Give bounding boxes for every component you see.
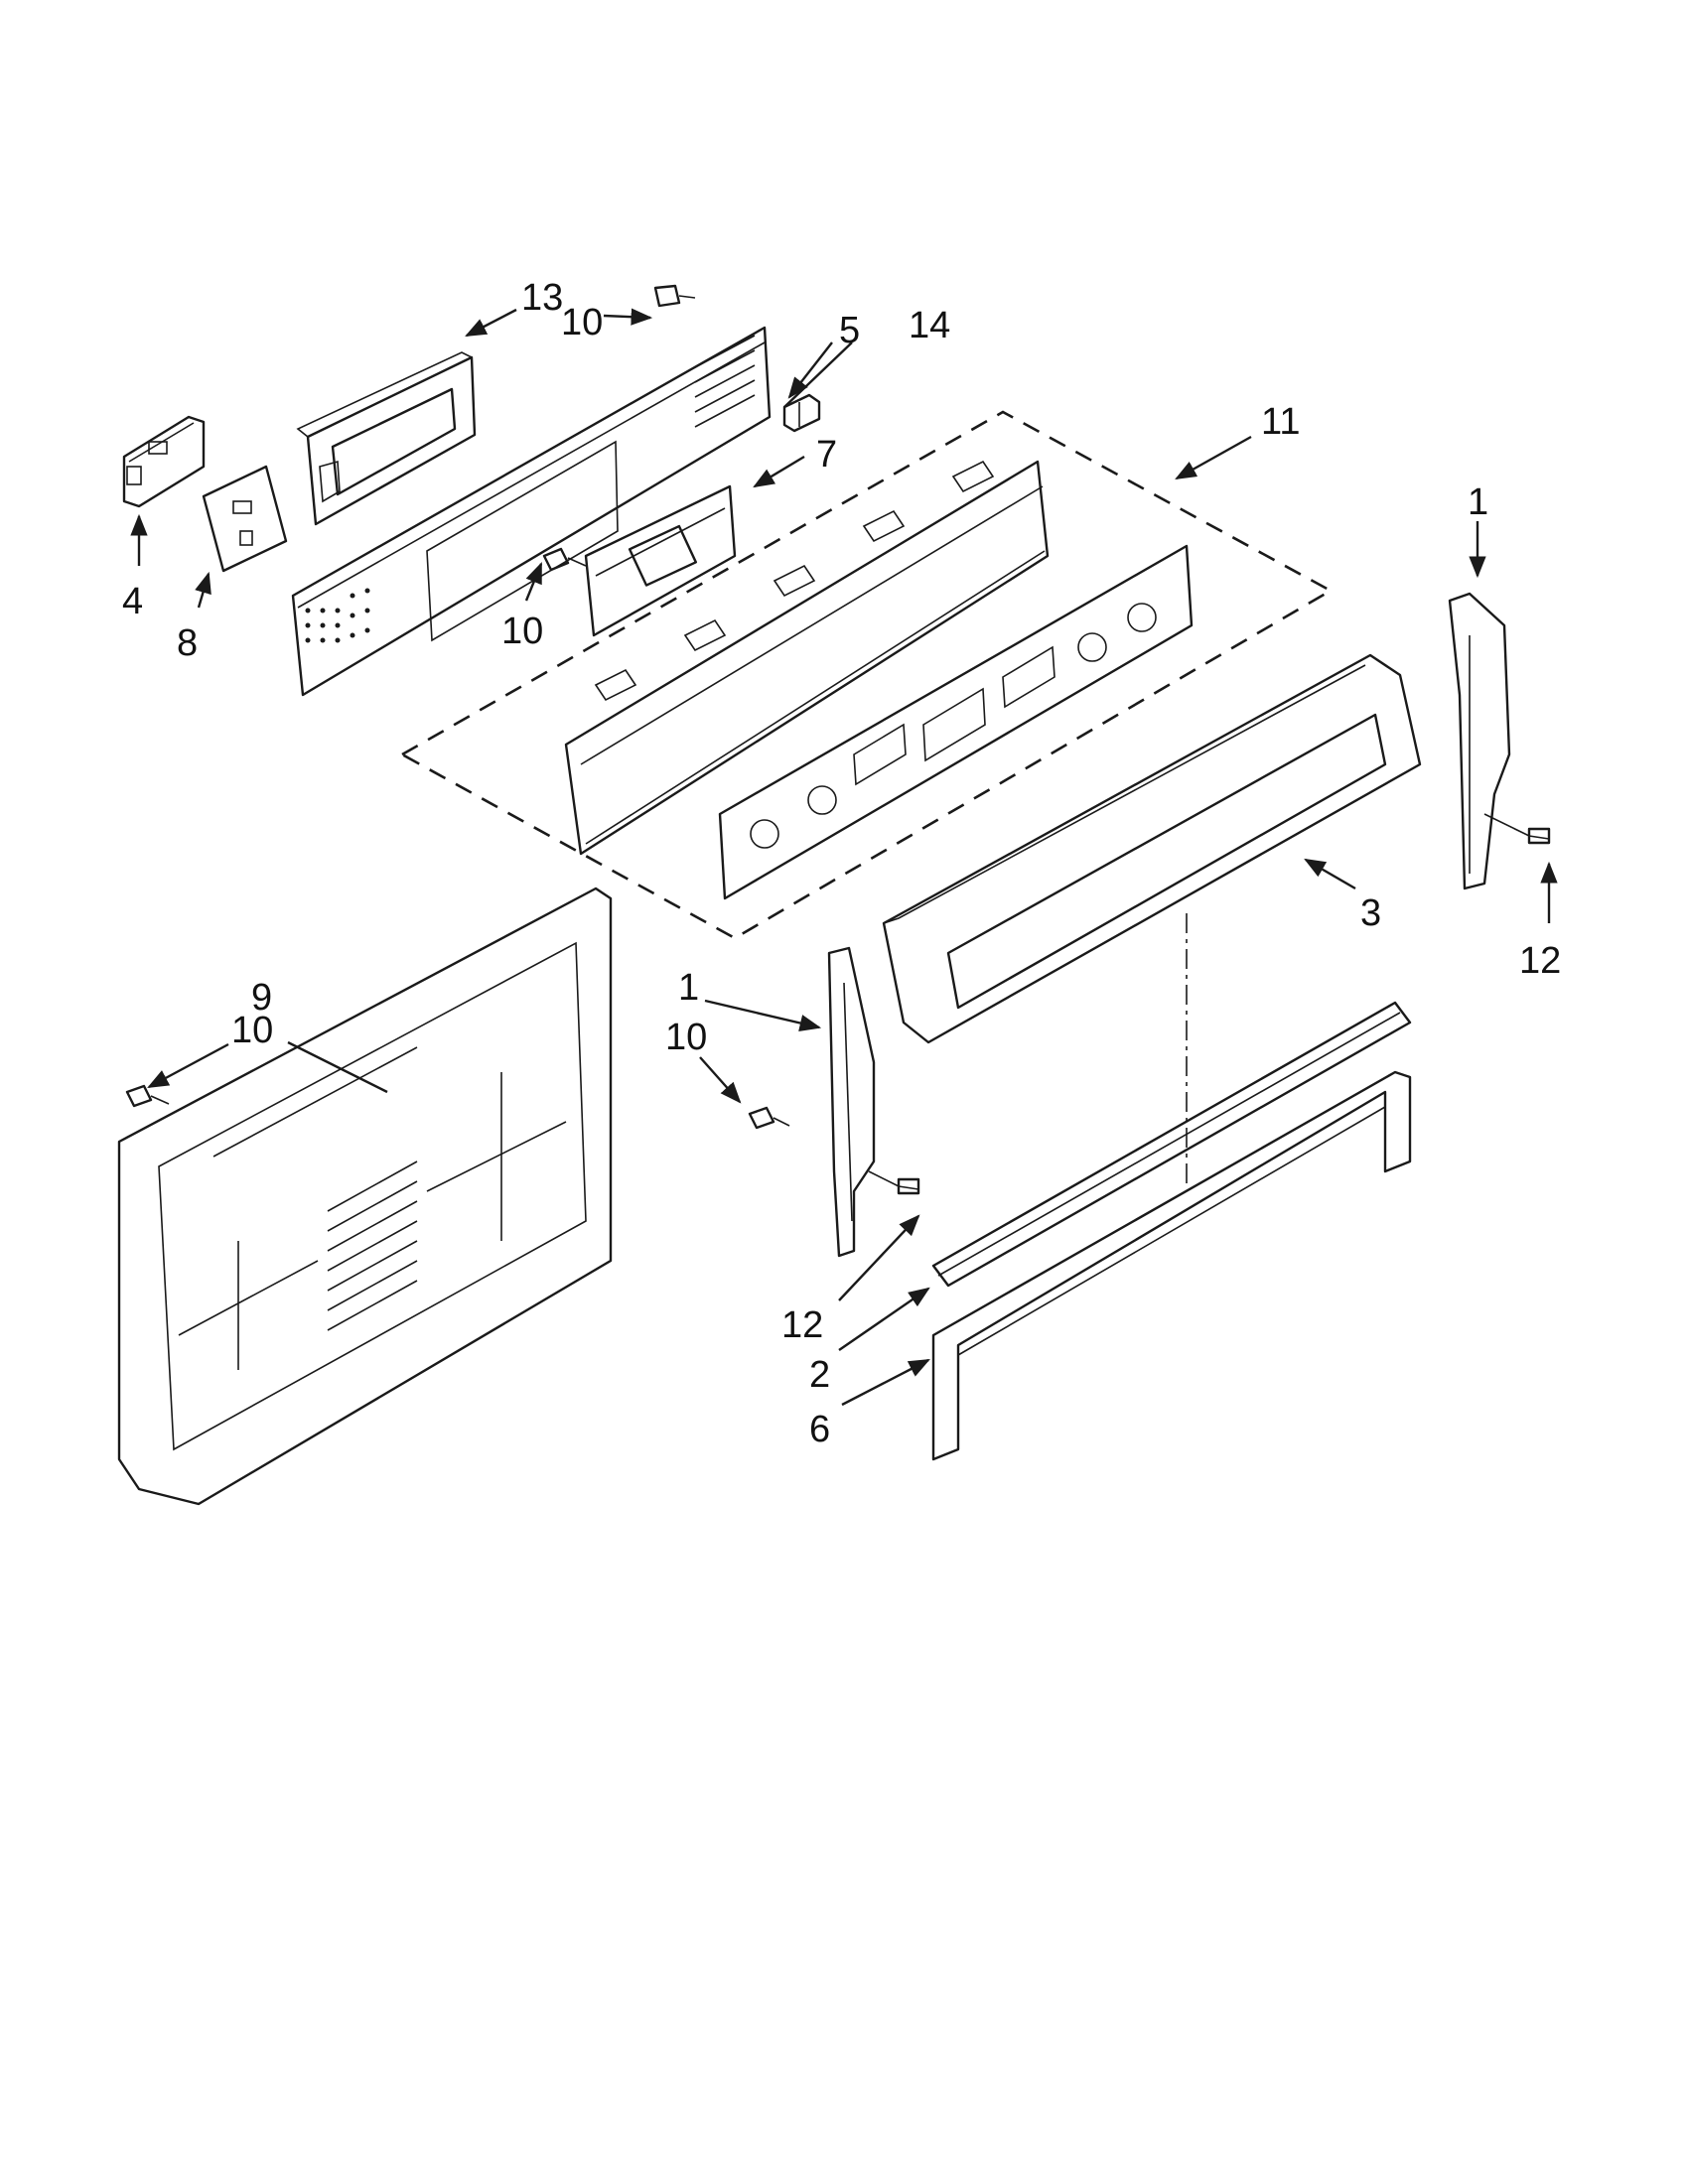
callout-6: 6 bbox=[809, 1409, 830, 1450]
part-1-endcap-right bbox=[1448, 592, 1511, 890]
callout-8: 8 bbox=[177, 622, 198, 664]
control-panel-housing bbox=[564, 460, 1050, 856]
part-13-frame bbox=[296, 351, 477, 526]
callout-2: 2 bbox=[809, 1354, 830, 1396]
part-12-wire-right bbox=[1483, 813, 1551, 845]
callout-12: 12 bbox=[781, 1304, 823, 1346]
callout-7: 7 bbox=[816, 434, 837, 476]
callout-10: 10 bbox=[561, 302, 603, 343]
callout-14: 14 bbox=[909, 305, 950, 346]
part-10-screw-left bbox=[125, 1084, 170, 1108]
part-6-lower-frame bbox=[931, 1070, 1412, 1461]
callout-4: 4 bbox=[122, 581, 143, 622]
callout-3: 3 bbox=[1360, 892, 1381, 934]
callout-12: 12 bbox=[1519, 940, 1561, 982]
part-3-trim bbox=[882, 653, 1422, 1044]
callout-5: 5 bbox=[839, 310, 860, 351]
leader-lines bbox=[130, 308, 1558, 1407]
callout-10: 10 bbox=[231, 1010, 273, 1051]
part-10-screw-mid bbox=[542, 547, 587, 572]
part-2-strip bbox=[931, 1001, 1412, 1288]
callout-13: 13 bbox=[521, 277, 563, 319]
part-7-control-module bbox=[584, 484, 737, 637]
callout-1: 1 bbox=[1468, 481, 1488, 523]
control-panel-overlay bbox=[718, 544, 1194, 900]
part-10-screw-center bbox=[748, 1106, 790, 1130]
part-1-endcap-middle bbox=[827, 946, 876, 1258]
part-4-control-board bbox=[122, 415, 206, 508]
callout-11: 11 bbox=[1261, 401, 1300, 443]
part-10-screw-top bbox=[653, 284, 696, 308]
part-5-rear-panel bbox=[291, 326, 772, 697]
part-11-control-panel-assembly bbox=[399, 410, 1334, 940]
callout-1: 1 bbox=[678, 967, 699, 1009]
part-9-back-panel bbox=[117, 887, 613, 1506]
part-12-wire-mid bbox=[868, 1170, 920, 1195]
callouts: 13 10 5 14 11 7 1 4 8 10 3 12 9 10 1 10 … bbox=[122, 277, 1561, 1450]
part-14-clip bbox=[782, 393, 821, 433]
part-8-bracket bbox=[202, 465, 288, 573]
callout-9: 9 bbox=[251, 977, 272, 1019]
callout-10: 10 bbox=[665, 1017, 707, 1058]
callout-10: 10 bbox=[501, 611, 543, 652]
